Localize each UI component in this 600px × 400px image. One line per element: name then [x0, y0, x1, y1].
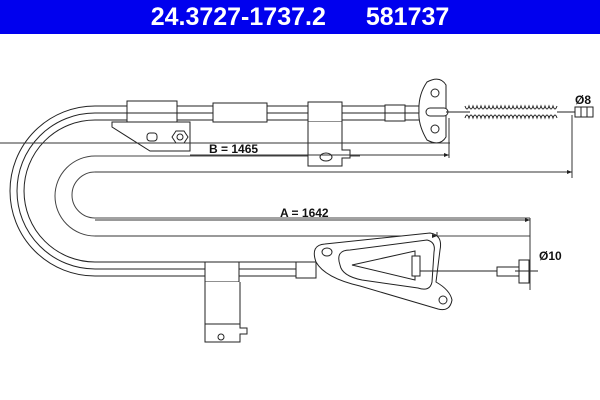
- bottom-ferrule: [295, 261, 317, 279]
- dimension-arrows: [432, 153, 572, 238]
- top-left-bracket: [111, 100, 191, 152]
- cable-drawing: B = 1465 A = 1642 Ø8 Ø10: [0, 78, 594, 343]
- return-spring: [464, 104, 558, 120]
- diameter-top-label: Ø8: [575, 93, 591, 107]
- cable-loop-inner: [54, 155, 530, 237]
- bottom-mounting-flange: [313, 232, 453, 311]
- end-nipple-bottom: [496, 259, 538, 290]
- top-middle-clamp: [307, 101, 351, 167]
- dimension-a-label: A = 1642: [280, 206, 329, 220]
- part-number: 24.3727-1737.2: [150, 2, 326, 31]
- bottom-clamp: [204, 261, 248, 343]
- dimension-a-top-line: [95, 115, 573, 178]
- top-sleeve: [212, 102, 268, 123]
- reference-number: 581737: [365, 2, 450, 31]
- cable-loop-outer: [9, 105, 440, 277]
- end-nipple-top: [574, 106, 594, 118]
- diameter-bottom-label: Ø10: [539, 249, 562, 263]
- dimension-b-label: B = 1465: [209, 142, 258, 156]
- top-mounting-flange: [418, 78, 449, 144]
- dimension-b-line: [0, 118, 450, 158]
- title-bar: 24.3727-1737.2 581737: [0, 0, 600, 34]
